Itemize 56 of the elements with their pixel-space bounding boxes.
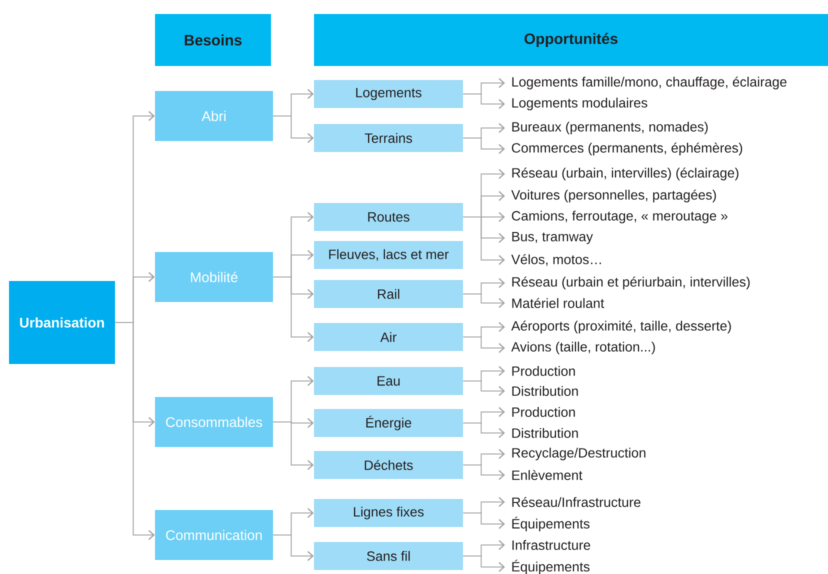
arrow [272,421,314,470]
item-text: Logements modulaires [512,98,648,110]
header-box: Opportunités [314,14,828,66]
subcategory-box: Terrains [314,124,463,152]
subcategory-box: Énergie [314,408,463,437]
item-text: Production [512,366,575,376]
item-text: Logements famille/mono, chauffage, éclairage [512,76,786,90]
item-text: Commerces (permanents, éphémères) [512,142,742,156]
item-text: Camions, ferroutage, « meroutage » [512,210,728,224]
subcategory-box: Rail [314,280,463,308]
arrow [272,115,314,143]
subcategory-box: Logements [314,80,463,108]
arrow [462,422,505,438]
item-text: Équipements [512,516,590,532]
item-text: Réseau/Infrastructure [512,496,640,508]
item-text: Infrastructure [512,540,590,550]
item-text: Distribution [512,386,578,396]
item-text: Recyclage/Destruction [512,448,646,460]
arrow [462,555,505,572]
item-text: Réseau (urbain, intervilles) (éclairage) [512,168,738,180]
item-text: Production [512,407,575,417]
subcategory-box: Air [314,322,463,351]
arrow [272,276,314,342]
item-text: Équipements [512,560,590,574]
arrow [462,512,505,529]
item-text: Aéroports (proximité, taille, desserte) [511,320,731,334]
category-box: Mobilité [155,252,273,302]
category-box: Abri [155,90,273,141]
subcategory-box: Lignes fixes [314,498,463,527]
subcategory-box: Fleuves, lacs et mer [314,240,463,269]
item-text: Matériel roulant [512,298,604,308]
category-box: Consommables [155,396,273,447]
subcategory-box: Déchets [314,450,463,479]
arrow [272,534,314,561]
item-text: Vélos, motos… [511,254,601,266]
header-box: Besoins [155,14,271,66]
item-text: Distribution [512,428,578,438]
item-text: Enlèvement [512,470,582,480]
arrow [114,322,155,540]
subcategory-box: Eau [314,366,463,395]
item-text: Réseau (urbain et périurbain, intervilles) [512,276,750,290]
arrow [462,93,505,109]
arrow [462,216,505,265]
subcategory-box: Sans fil [314,542,463,570]
arrow [462,464,505,480]
root-box: Urbanisation [9,280,115,364]
arrow [462,293,505,308]
arrow [462,336,505,353]
category-box: Communication [155,510,273,560]
arrow [462,380,505,396]
item-text: Bureaux (permanents, nomades) [512,122,708,134]
item-text: Voitures (personnelles, partagées) [511,190,716,202]
subcategory-box: Routes [314,202,463,231]
item-text: Avions (taille, rotation...) [511,342,655,354]
item-text: Bus, tramway [512,232,593,244]
arrow [462,137,505,154]
